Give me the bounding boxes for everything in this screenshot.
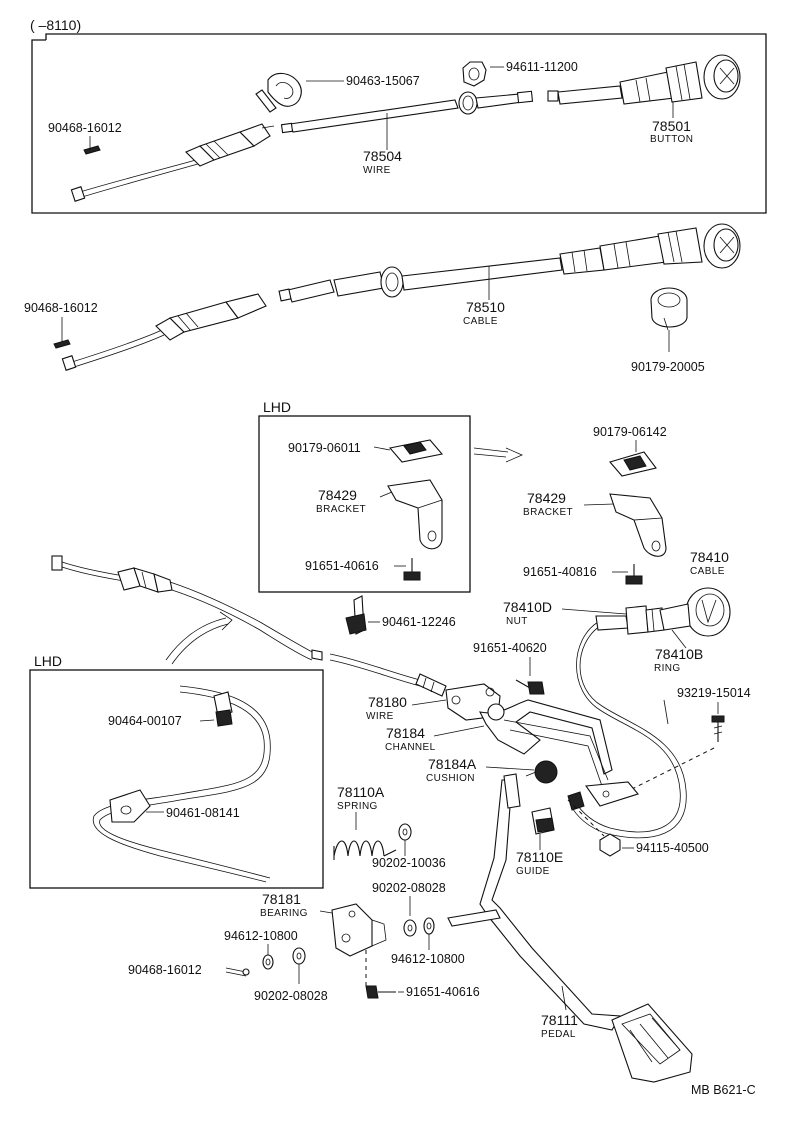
label-78410: 78410 [690, 549, 729, 565]
lhd-bracket-box [258, 415, 471, 593]
screw-93219-15014-drawing [711, 715, 725, 742]
clip-90179-06011-drawing [388, 439, 444, 463]
washer-90202-08028-a-drawing [403, 919, 417, 937]
label-78111-name: PEDAL [541, 1029, 576, 1040]
washer-90202-10036-drawing [398, 823, 412, 841]
clip-90463-15067-drawing [255, 72, 302, 113]
label-78111: 78111 [541, 1012, 578, 1028]
arrow-to-lhd-box [165, 611, 233, 665]
label-78429: 78429 [527, 490, 566, 506]
bolt-91651-40620-drawing [515, 679, 545, 695]
label-78110A-name: SPRING [337, 801, 378, 812]
label-78501: 78501 [652, 118, 691, 134]
label-90179-06142: 90179-06142 [593, 425, 667, 439]
label-78410D-name: NUT [506, 616, 528, 627]
label-91651-40616: 91651-40616 [406, 985, 480, 999]
label-94612-10800-a: 94612-10800 [224, 929, 298, 943]
label-90468-16012-b: 90468-16012 [24, 301, 98, 315]
label-78410B: 78410B [655, 646, 703, 662]
ring-90179-20005-drawing [650, 287, 688, 331]
label-78510: 78510 [466, 299, 505, 315]
label-78184A-name: CUSHION [426, 773, 475, 784]
arrow-rhd-to-lhd [473, 447, 523, 463]
label-90464-00107: 90464-00107 [108, 714, 182, 728]
label-90468-16012-c: 90468-16012 [128, 963, 202, 977]
label-78429-name: BRACKET [523, 507, 573, 518]
washer-94612-10800-b-drawing [423, 917, 435, 935]
lhd-left-label: LHD [34, 653, 62, 669]
label-78504-name: WIRE [363, 165, 391, 176]
washer-90202-08028-b-drawing [292, 947, 306, 965]
label-78181: 78181 [262, 891, 301, 907]
label-78501-name: BUTTON [650, 134, 693, 145]
top-assembly-box [31, 33, 767, 214]
label-91651-40616-lhd: 91651-40616 [305, 559, 379, 573]
label-90179-06011: 90179-06011 [288, 441, 361, 455]
label-90202-08028-b: 90202-08028 [254, 989, 328, 1003]
label-90461-08141: 90461-08141 [166, 806, 240, 820]
pin-90468-16012-c-drawing [225, 967, 250, 977]
label-78181-name: BEARING [260, 908, 308, 919]
label-78184A: 78184A [428, 756, 477, 772]
nut-94115-40500-drawing [599, 833, 621, 857]
label-78184: 78184 [386, 725, 425, 741]
channel-78184-drawing [445, 683, 639, 807]
label-78410-name: CABLE [690, 566, 725, 577]
lhd-wire-box [29, 669, 324, 889]
label-78180-name: WIRE [366, 711, 394, 722]
label-90468-16012-a: 90468-16012 [48, 121, 122, 135]
clip-90179-06142-drawing [609, 451, 657, 477]
diagram-code: MB B621-C [691, 1083, 756, 1097]
clip-90461-12246-drawing [345, 595, 367, 635]
cable-78510-drawing [61, 223, 741, 371]
lhd-top-label: LHD [263, 399, 291, 415]
bolt-91651-40616-drawing [365, 985, 396, 999]
washer-94612-10800-a-drawing [262, 954, 274, 970]
label-94611-11200: 94611-11200 [506, 60, 578, 74]
nut-94611-11200-drawing [462, 61, 487, 87]
wire-78504-drawing [70, 90, 534, 202]
label-78429-lhd: 78429 [318, 487, 357, 503]
guide-78110E-drawing [531, 807, 555, 835]
bearing-78181-drawing [331, 903, 387, 957]
spring-78110A-drawing [333, 840, 397, 860]
label-94612-10800-b: 94612-10800 [391, 952, 465, 966]
wire-78180-drawing [51, 555, 447, 697]
label-78180: 78180 [368, 694, 407, 710]
label-93219-15014: 93219-15014 [677, 686, 751, 700]
label-90202-10036: 90202-10036 [372, 856, 446, 870]
pedal-78111-drawing [447, 773, 693, 1083]
label-78110E-name: GUIDE [516, 866, 550, 877]
label-78110E: 78110E [516, 849, 563, 865]
label-78504: 78504 [363, 148, 402, 164]
cushion-78184A-drawing [525, 760, 558, 784]
bracket-78429-drawing [609, 493, 667, 557]
label-90179-20005: 90179-20005 [631, 360, 705, 374]
label-78184-name: CHANNEL [385, 742, 436, 753]
label-91651-40816: 91651-40816 [523, 565, 597, 579]
bracket-78429-lhd-drawing [387, 479, 443, 550]
label-78110A: 78110A [337, 784, 385, 800]
lhd-wire-drawing [92, 685, 271, 883]
bolt-91651-40816-drawing [625, 564, 643, 585]
range-label: ( –8110) [30, 17, 81, 33]
label-91651-40620: 91651-40620 [473, 641, 547, 655]
label-78410B-name: RING [654, 663, 681, 674]
label-78429-lhd-name: BRACKET [316, 504, 366, 515]
button-78501-drawing [547, 54, 741, 105]
label-78410D: 78410D [503, 599, 552, 615]
bolt-91651-40616-lhd-drawing [403, 558, 421, 581]
label-90463-15067: 90463-15067 [346, 74, 420, 88]
label-78510-name: CABLE [463, 316, 498, 327]
label-90461-12246: 90461-12246 [382, 615, 456, 629]
cable-78410-drawing [567, 587, 731, 839]
label-94115-40500: 94115-40500 [636, 841, 709, 855]
label-90202-08028-a: 90202-08028 [372, 881, 446, 895]
